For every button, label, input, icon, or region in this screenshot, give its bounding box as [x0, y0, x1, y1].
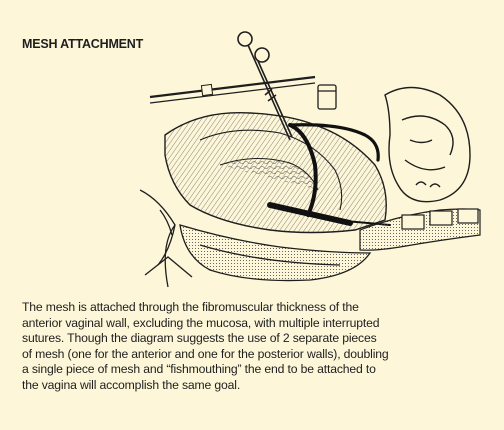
caption-line: sutures. Though the diagram suggests the… [22, 331, 492, 347]
retractor-bar [150, 77, 315, 103]
figure-title: MESH ATTACHMENT [22, 37, 143, 51]
caption-line: anterior vaginal wall, excluding the muc… [22, 316, 492, 332]
perineal-region [180, 225, 370, 281]
caption-line: of mesh (one for the anterior and one fo… [22, 347, 492, 363]
bowel-loops [385, 88, 470, 202]
specimen-cup [318, 85, 336, 109]
caption-line: The mesh is attached through the fibromu… [22, 300, 492, 316]
figure-caption: The mesh is attached through the fibromu… [22, 300, 492, 394]
caption-line: the vagina will accomplish the same goal… [22, 378, 492, 394]
surgical-illustration [140, 25, 485, 290]
caption-line: a single piece of mesh and “fishmouthing… [22, 362, 492, 378]
